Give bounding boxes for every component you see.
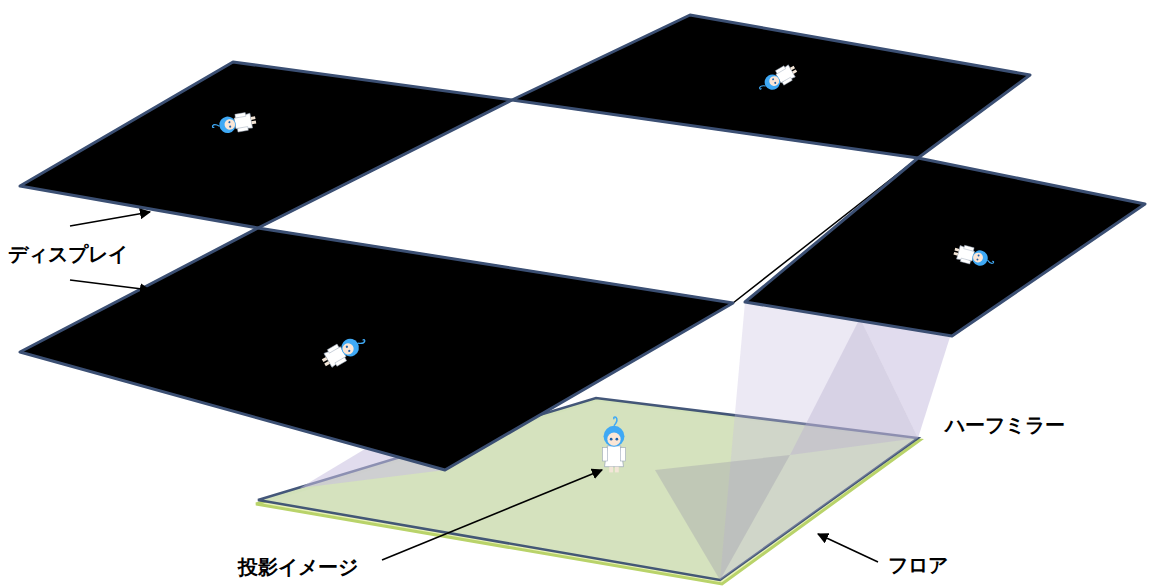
part-label: ディスプレイ bbox=[8, 243, 128, 265]
leader-arrows bbox=[70, 212, 878, 562]
character-image bbox=[211, 62, 996, 473]
part-label: ハーフミラー bbox=[945, 414, 1065, 436]
part-label: 投影イメージ bbox=[238, 556, 358, 578]
display-panels bbox=[20, 15, 1145, 470]
part-label: フロア bbox=[888, 554, 948, 576]
